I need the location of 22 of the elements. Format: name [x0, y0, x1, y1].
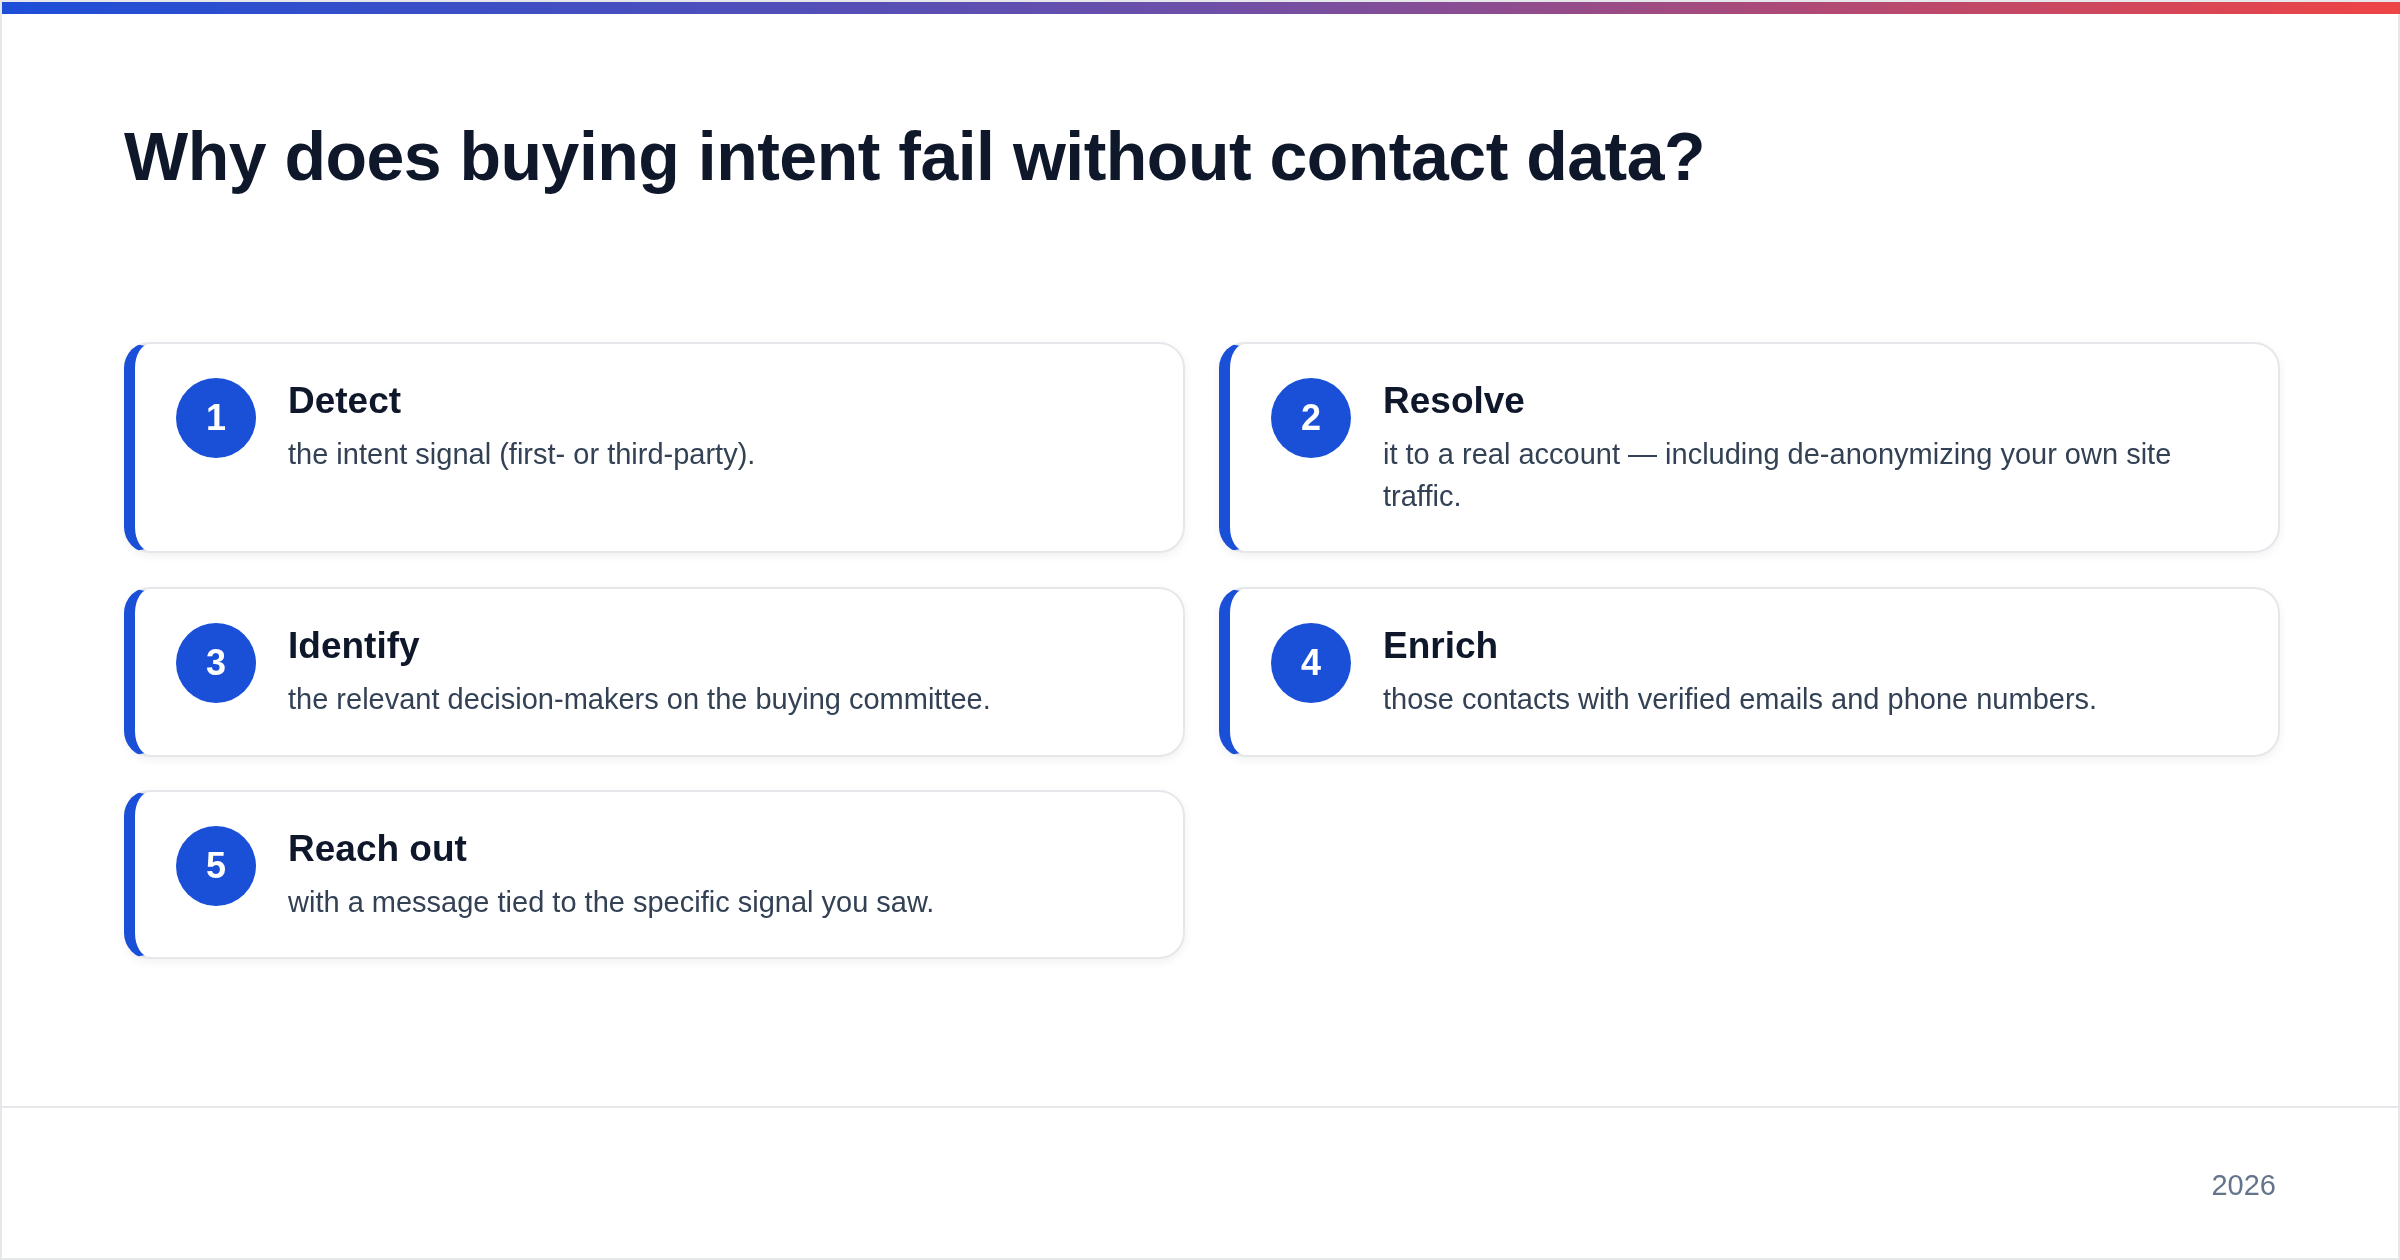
step-description: it to a real account — including de-anonymizing your own site traffic.: [1383, 437, 2173, 514]
step-description: those contacts with verified emails and phone numbers.: [1383, 682, 2099, 717]
title: Why does buying intent fail without contact data?: [124, 117, 1706, 196]
step-card: [1219, 342, 2280, 553]
step-card: [124, 790, 1185, 959]
step-number: 5: [176, 826, 256, 906]
step-heading: Detect: [288, 379, 402, 423]
step-number: 2: [1271, 378, 1351, 458]
step-description: with a message tied to the specific signal you saw.: [288, 885, 936, 920]
step-card: [1219, 587, 2280, 757]
step-heading: Reach out: [288, 827, 467, 871]
step-heading: Enrich: [1383, 624, 1499, 668]
step-description: the intent signal (first- or third-party).: [288, 437, 757, 472]
step-number: 3: [176, 623, 256, 703]
step-number: 4: [1271, 623, 1351, 703]
year-label: 2026: [2211, 1168, 2276, 1203]
step-card: [124, 342, 1185, 553]
step-number: 1: [176, 378, 256, 458]
step-heading: Resolve: [1383, 379, 1525, 423]
step-description: the relevant decision-makers on the buying committee.: [288, 682, 992, 717]
step-card: [124, 587, 1185, 757]
step-heading: Identify: [288, 624, 420, 668]
